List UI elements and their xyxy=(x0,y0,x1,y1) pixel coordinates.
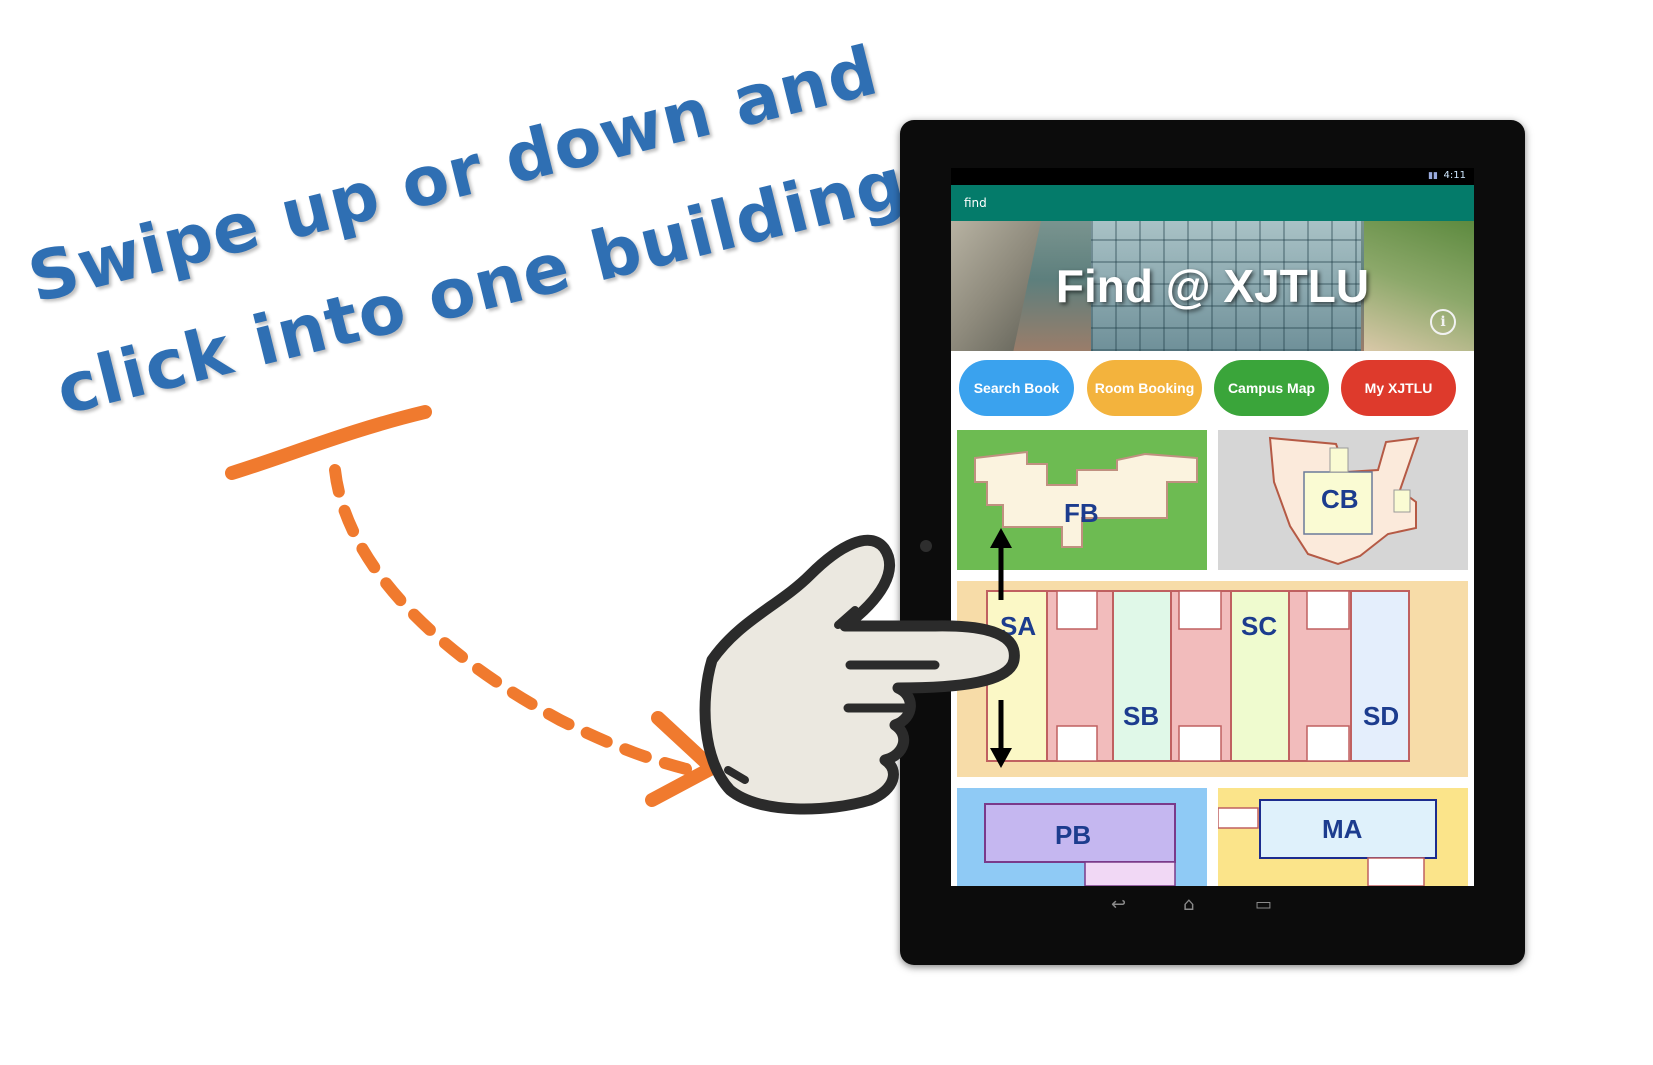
building-tile-fb[interactable]: FB xyxy=(957,430,1207,570)
header-banner: Find @ XJTLU i xyxy=(951,221,1474,351)
room-booking-button[interactable]: Room Booking xyxy=(1087,360,1202,416)
signal-battery-icon: ▮▮ xyxy=(1428,171,1438,181)
underline-stroke xyxy=(225,405,432,480)
info-icon[interactable]: i xyxy=(1430,309,1456,335)
building-tile-ma[interactable]: MA xyxy=(1218,788,1468,886)
pb-floorplan xyxy=(984,803,1176,886)
building-label-sd: SD xyxy=(1363,701,1400,731)
building-tile-science[interactable]: SA SB SC SD xyxy=(957,581,1468,777)
building-label-pb: PB xyxy=(1055,820,1092,850)
ma-floorplan xyxy=(1218,799,1437,886)
building-label-ma: MA xyxy=(1322,814,1363,844)
banner-photo-glass-building xyxy=(1091,221,1361,351)
tablet-device: ▮▮ 4:11 find Find @ XJTLU i Search Book … xyxy=(900,120,1525,965)
system-nav-bar: ↩ ⌂ ▭ xyxy=(900,890,1525,930)
banner-photo-trees xyxy=(1364,221,1474,351)
building-tile-cb[interactable]: CB xyxy=(1218,430,1468,570)
app-screen: ▮▮ 4:11 find Find @ XJTLU i Search Book … xyxy=(951,168,1474,886)
pointing-hand-icon xyxy=(699,534,1020,815)
fb-floorplan xyxy=(974,450,1198,548)
science-floorplan xyxy=(986,590,1410,762)
cb-floorplan xyxy=(1268,436,1420,566)
campus-map-button[interactable]: Campus Map xyxy=(1214,360,1329,416)
swipe-up-arrow xyxy=(990,528,1012,600)
app-bar: find xyxy=(951,185,1474,221)
my-xjtlu-button[interactable]: My XJTLU xyxy=(1341,360,1456,416)
search-book-button[interactable]: Search Book xyxy=(959,360,1074,416)
home-icon[interactable]: ⌂ xyxy=(1183,894,1195,915)
recent-apps-icon[interactable]: ▭ xyxy=(1255,894,1273,915)
building-label-sc: SC xyxy=(1241,611,1278,641)
camera-icon xyxy=(920,540,932,552)
status-time: 4:11 xyxy=(1443,170,1466,181)
app-title: find xyxy=(964,196,987,210)
swipe-down-arrow xyxy=(990,700,1012,768)
building-label-fb: FB xyxy=(1064,498,1099,528)
status-bar: ▮▮ 4:11 xyxy=(951,168,1474,185)
banner-title: Find @ XJTLU xyxy=(1055,260,1370,312)
dashed-arrow-path xyxy=(329,464,696,776)
building-tile-pb[interactable]: PB xyxy=(957,788,1207,886)
building-label-cb: CB xyxy=(1321,484,1359,514)
building-label-sb: SB xyxy=(1123,701,1160,731)
back-icon[interactable]: ↩ xyxy=(1111,894,1127,915)
